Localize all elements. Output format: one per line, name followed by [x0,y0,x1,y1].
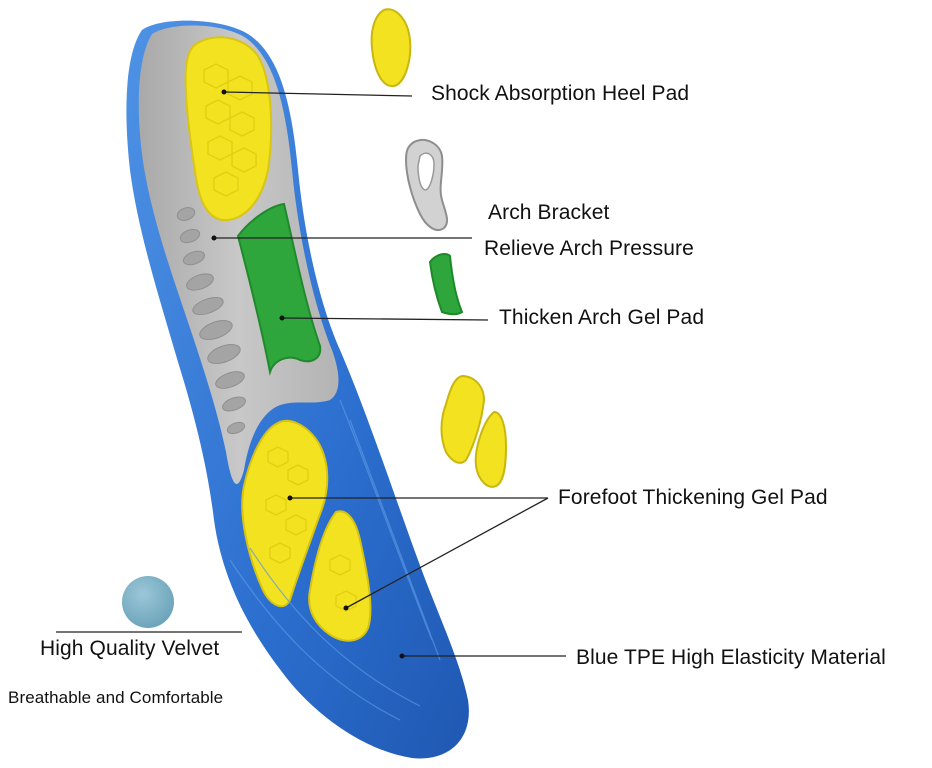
rib [226,421,246,435]
leader-dot [287,495,293,501]
label-breathable: Breathable and Comfortable [8,688,224,707]
label-tpe-material: Blue TPE High Elasticity Material [576,646,886,669]
rib [222,396,246,412]
grey-ribs [176,207,246,435]
label-forefoot-gel-pad: Forefoot Thickening Gel Pad [558,486,828,509]
rib [186,273,214,291]
leader-lines [56,91,566,657]
exploded-arch-gel-icon [428,253,464,316]
forefoot-hex-pattern [265,446,357,612]
grey-heel-shell [138,25,339,484]
label-heel-pad: Shock Absorption Heel Pad [431,82,690,105]
rib [207,343,241,365]
label-arch-gel-pad: Thicken Arch Gel Pad [499,306,705,329]
heel-pad-hex-pattern [203,63,257,197]
rib [176,207,196,221]
exploded-arch-bracket-icon [404,138,449,232]
rib [182,250,206,266]
exploded-forefoot-pad-large-icon [440,374,486,464]
rib [215,371,245,389]
leader-dot [343,605,349,611]
label-arch-pressure: Relieve Arch Pressure [484,237,694,260]
heel-gel-pad [184,36,273,222]
exploded-heel-pad-icon [370,8,412,88]
leader-dots [211,89,405,659]
label-velvet: High Quality Velvet [40,637,220,660]
leader-dot [279,315,285,321]
label-arch-bracket: Arch Bracket [488,201,610,224]
leader-heel [223,91,413,97]
rib [192,296,224,316]
velvet-swatch [122,576,174,628]
exploded-forefoot-pad-small-icon [474,410,508,488]
leader-dot [399,653,405,659]
forefoot-gel-pad-large [241,419,329,608]
arch-gel-pad [236,202,322,376]
leader-dot [211,235,217,241]
forefoot-gel-pad-small [308,510,372,642]
rib [199,319,233,341]
blue-texture-lines [229,399,441,721]
rib [179,228,201,244]
leader-forefoot-b [345,497,549,609]
leader-dot [221,89,227,95]
leader-arch-gel [281,317,489,321]
